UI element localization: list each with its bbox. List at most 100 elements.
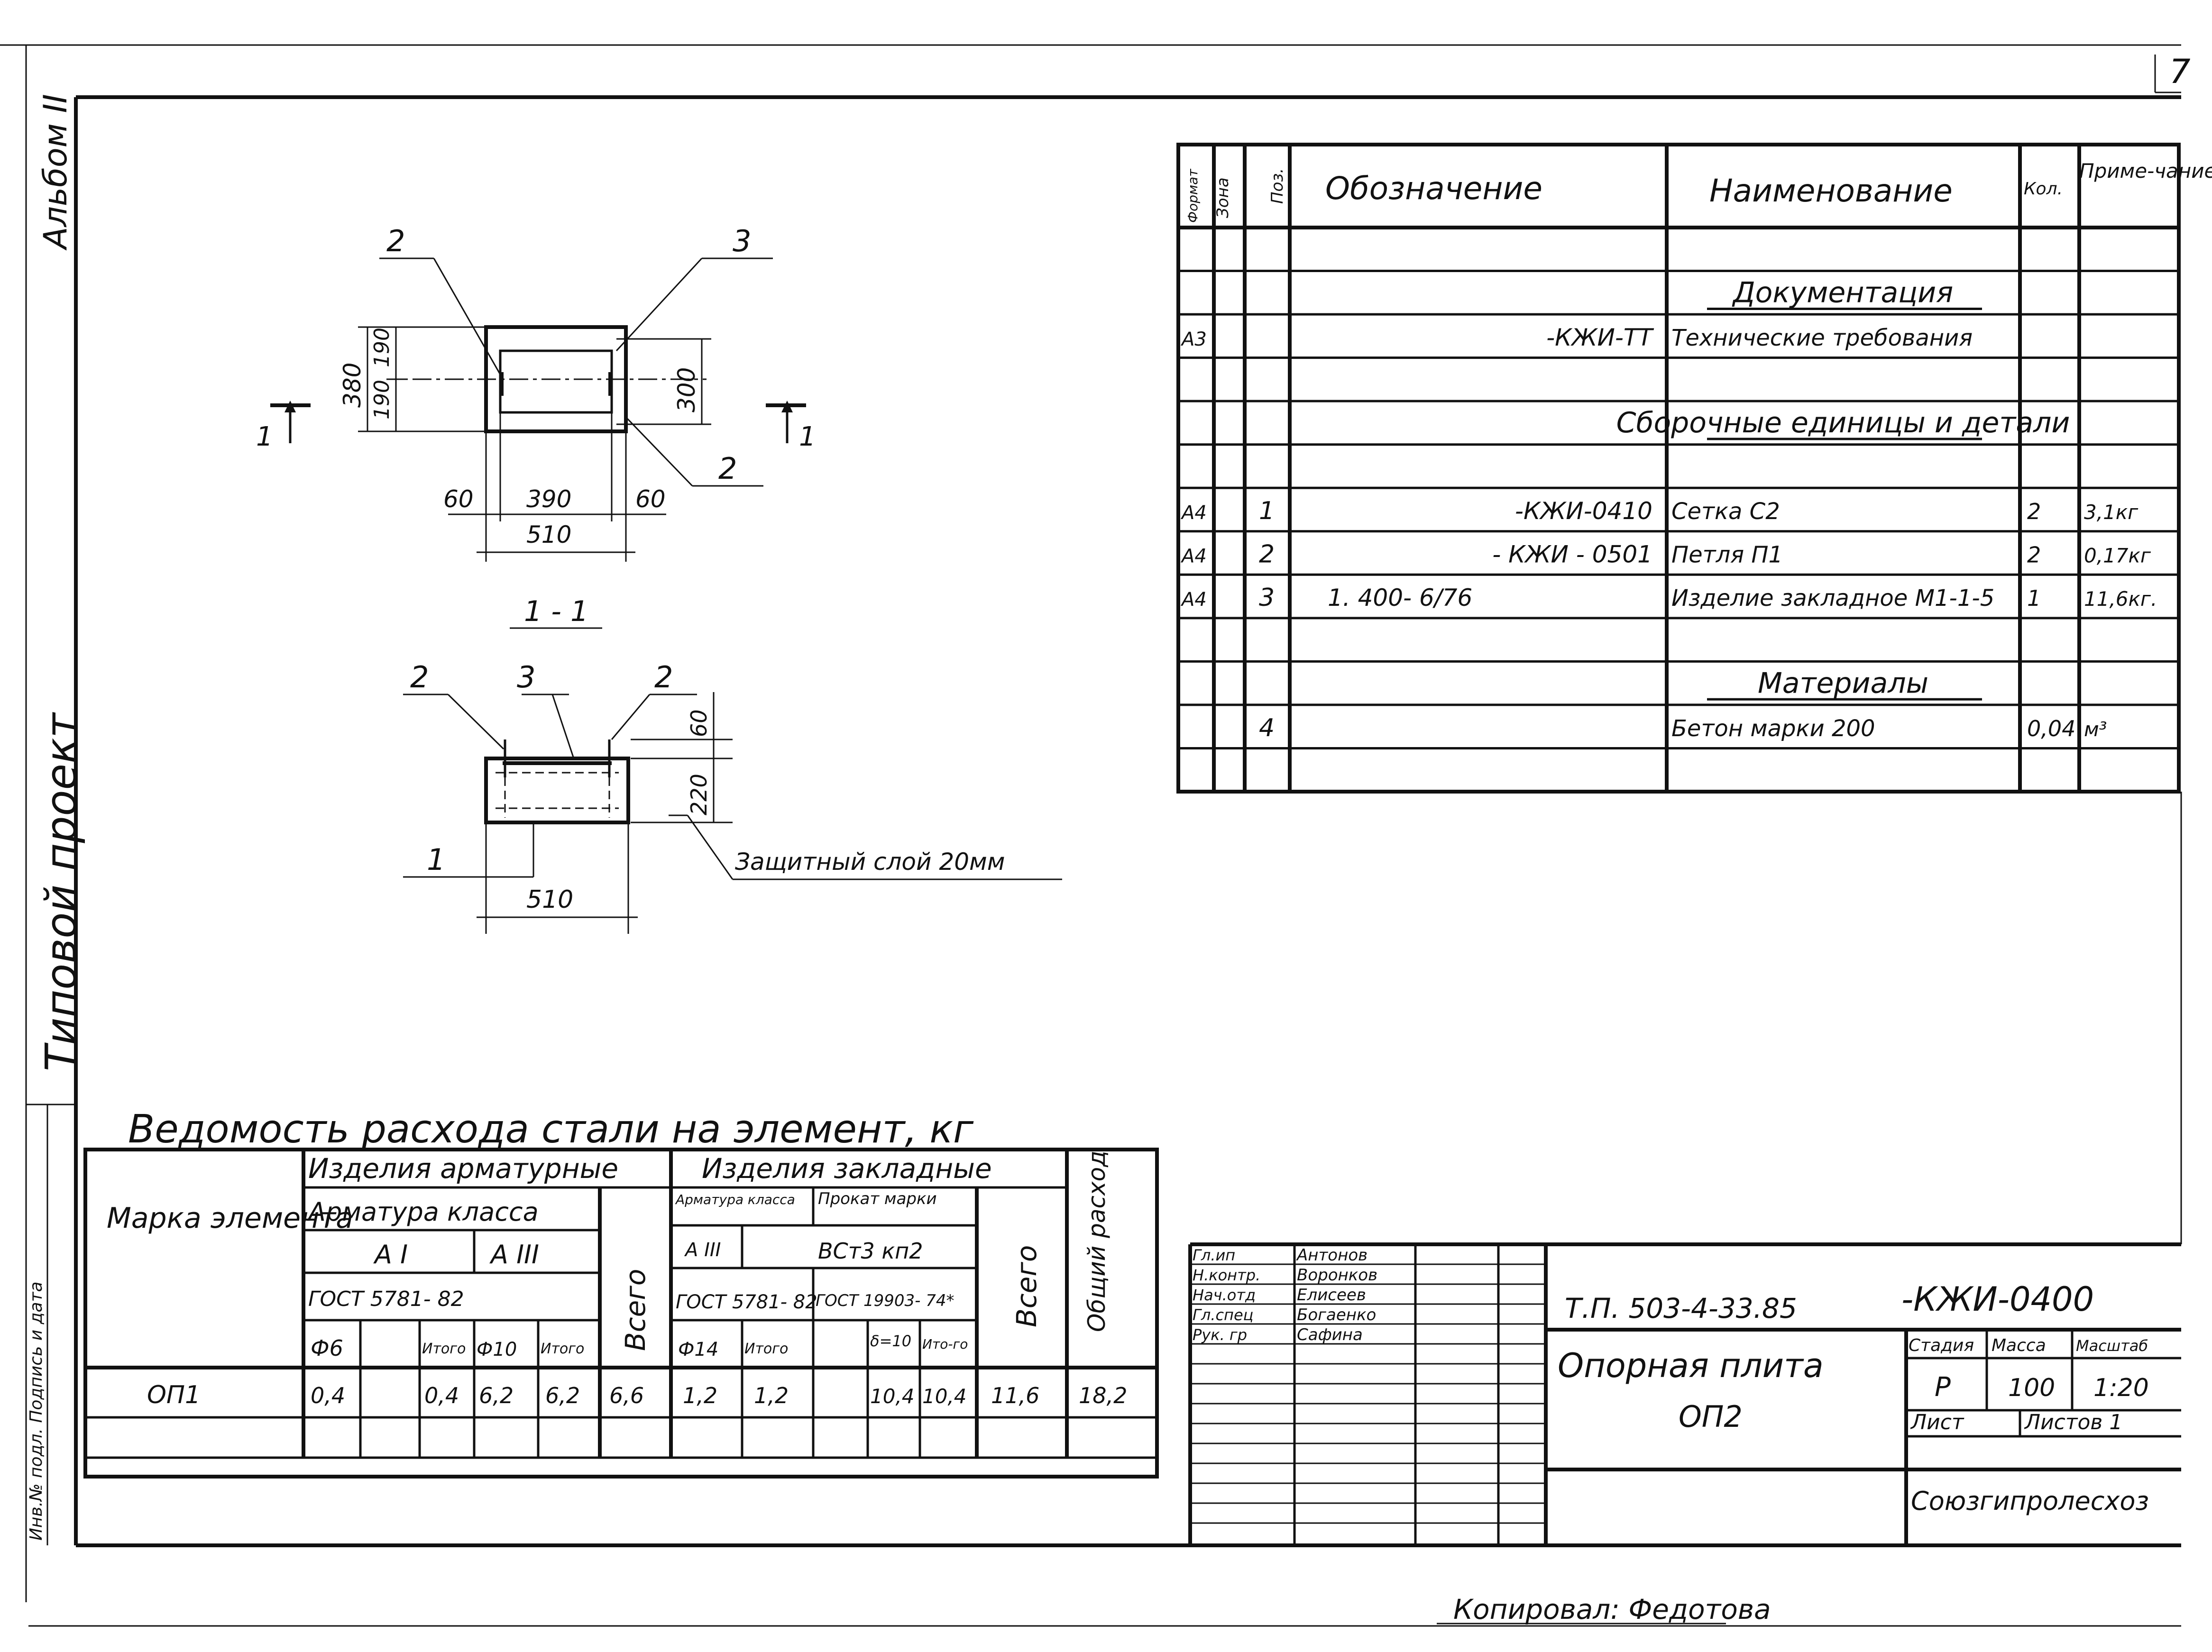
spec-row-pos: 4 xyxy=(1259,714,1275,742)
steel-col-d10: δ=10 xyxy=(870,1332,911,1350)
plan-callout-2-bottom: 2 xyxy=(718,451,737,486)
plan-callout-2-top: 2 xyxy=(386,224,405,258)
spec-row-pos: 2 xyxy=(1259,540,1275,569)
steel-table: Ведомость расхода стали на элемент, кг xyxy=(83,1107,1159,1479)
spec-row-format: А4 xyxy=(1180,589,1207,611)
section-callout-2-right: 2 xyxy=(654,660,673,694)
spec-header-zone: Зона xyxy=(1213,177,1232,218)
spec-row-designation: - КЖИ - 0501 xyxy=(1492,541,1652,568)
spec-row-format: А3 xyxy=(1180,329,1207,350)
corner-mark: 7 xyxy=(2169,52,2191,91)
steel-group-rebar: Изделия арматурные xyxy=(308,1152,618,1185)
side-label-typical-project: Типовой проект xyxy=(37,712,86,1071)
sheet-label: Лист xyxy=(1910,1410,1964,1434)
spec-row-designation: -КЖИ-ТТ xyxy=(1546,324,1654,351)
side-label-stamp: Инв.№ подл. Подпись и дата xyxy=(27,1281,46,1541)
plan-dim-190-upper: 190 xyxy=(370,328,394,367)
signer-role: Н.контр. xyxy=(1193,1266,1260,1284)
spec-row-name: Документация xyxy=(1732,276,1953,309)
section-dim-510: 510 xyxy=(526,885,573,914)
plan-dim-190-lower: 190 xyxy=(370,380,394,420)
steel-emb-f14: Ф14 xyxy=(678,1339,718,1360)
steel-row-total: 18,2 xyxy=(1079,1383,1127,1408)
spec-header-pos: Поз. xyxy=(1268,168,1287,204)
steel-row-d10: 10,4 xyxy=(870,1385,915,1408)
section-mark-left: 1 xyxy=(256,421,273,452)
plan-dim-510: 510 xyxy=(526,521,571,548)
steel-class-a3: А III xyxy=(489,1240,539,1269)
plan-dim-390: 390 xyxy=(526,485,571,513)
plan-embedded-plate xyxy=(499,349,613,414)
spec-row-name: Петля П1 xyxy=(1671,542,1783,568)
spec-row-qty: 2 xyxy=(2027,499,2041,524)
section-outline xyxy=(484,757,630,824)
signer-role: Гл.спец xyxy=(1193,1306,1253,1324)
signer-name: Елисеев xyxy=(1297,1286,1366,1305)
spec-row-qty: 0,04 xyxy=(2027,716,2075,741)
section-note: Защитный слой 20мм xyxy=(735,848,1005,876)
spec-row-designation: -КЖИ-0410 xyxy=(1515,497,1652,525)
sheets-label: Листов 1 xyxy=(2024,1410,2122,1434)
steel-row-vsego2: 11,6 xyxy=(991,1383,1039,1408)
spec-row-note: 0,17кг xyxy=(2084,544,2151,567)
steel-row-f10: 6,2 xyxy=(479,1383,514,1408)
steel-emb-itogo: Итого xyxy=(744,1341,788,1357)
steel-col-vsego2: Всего xyxy=(1010,1245,1043,1327)
steel-row-vsego1: 6,6 xyxy=(609,1383,644,1408)
spec-header-format: Формат xyxy=(1185,169,1201,223)
scale-label: Масштаб xyxy=(2076,1337,2148,1355)
spec-row-format: А4 xyxy=(1180,502,1207,524)
scale-value: 1:20 xyxy=(2093,1374,2149,1402)
specification-table: Формат Зона Поз. Обозначение Наименовани… xyxy=(1176,143,2212,794)
steel-col-itogo2: Итого xyxy=(541,1341,584,1357)
spec-header-note: Приме-чание xyxy=(2079,159,2212,183)
section-dim-220: 220 xyxy=(686,774,712,815)
section-dim-60: 60 xyxy=(686,709,712,737)
signer-name: Воронков xyxy=(1297,1266,1377,1285)
plan-view: 2 3 2 380 190 190 300 60 390 60 510 1 xyxy=(256,224,816,562)
plan-dim-60-right: 60 xyxy=(635,485,666,513)
spec-row-qty: 2 xyxy=(2027,542,2041,568)
signer-role: Нач.отд xyxy=(1193,1286,1256,1304)
spec-row-format: А4 xyxy=(1180,546,1207,567)
side-label-album: Альбом II xyxy=(37,94,74,251)
signer-name: Богаенко xyxy=(1297,1305,1376,1324)
steel-row-itogo2: 6,2 xyxy=(545,1383,580,1408)
steel-col-itogo1: Итого xyxy=(422,1341,466,1357)
steel-row-f14: 1,2 xyxy=(683,1383,717,1408)
steel-row-itogo1: 0,4 xyxy=(424,1383,459,1408)
steel-row-f6: 0,4 xyxy=(311,1383,345,1408)
steel-emb-gost: ГОСТ 5781- 82 xyxy=(676,1291,817,1313)
item-name-line2: ОП2 xyxy=(1679,1399,1743,1434)
steel-col-vsego1: Всего xyxy=(619,1269,652,1351)
steel-emb-class: А III xyxy=(684,1239,721,1261)
steel-rebar-class: Арматура класса xyxy=(307,1197,539,1227)
section-title: 1 - 1 xyxy=(524,595,588,628)
section-callout-3: 3 xyxy=(517,660,535,694)
spec-row-note: м³ xyxy=(2084,718,2107,741)
plan-dim-380: 380 xyxy=(339,363,366,408)
organization: Союзгипролесхоз xyxy=(1911,1486,2149,1516)
spec-row-name: Бетон марки 200 xyxy=(1671,715,1875,742)
steel-prokat-steel: ВСт3 кп2 xyxy=(818,1238,923,1264)
signer-role: Гл.ип xyxy=(1193,1246,1235,1264)
steel-row-mark: ОП1 xyxy=(147,1381,201,1409)
steel-gost-rebar: ГОСТ 5781- 82 xyxy=(308,1287,464,1311)
plan-dim-60-left: 60 xyxy=(443,485,474,513)
spec-row-designation: 1. 400- 6/76 xyxy=(1328,584,1472,612)
copied-by: Копировал: Федотова xyxy=(1453,1593,1771,1625)
steel-emb-rebar: Арматура класса xyxy=(675,1192,795,1207)
steel-col-f6: Ф6 xyxy=(311,1335,343,1361)
section-view: 1 - 1 2 3 2 1 60 220 510 xyxy=(403,595,1062,934)
project-code: Т.П. 503-4-33.85 xyxy=(1565,1292,1797,1324)
spec-row-name: Материалы xyxy=(1758,666,1928,700)
steel-class-a1: А I xyxy=(373,1240,408,1269)
spec-row-pos: 3 xyxy=(1259,584,1275,612)
plan-dim-300: 300 xyxy=(673,367,700,412)
steel-col-f10: Ф10 xyxy=(477,1339,517,1360)
spec-row-pos: 1 xyxy=(1259,497,1275,525)
steel-prokat: Прокат марки xyxy=(818,1189,937,1208)
spec-row-qty: 1 xyxy=(2027,585,2041,611)
steel-mark-header: Марка элемента xyxy=(107,1202,353,1235)
